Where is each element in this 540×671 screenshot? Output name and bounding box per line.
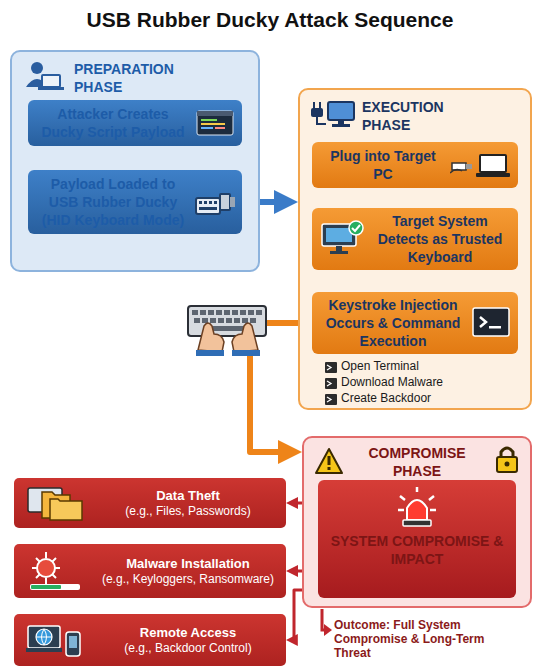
keyboard-hands xyxy=(188,306,266,356)
trusted-monitor-icon xyxy=(320,220,366,256)
box-label: Attacker Creates Ducky Script Payload xyxy=(36,105,190,141)
box-label: SYSTEM COMPROMISE & IMPACT xyxy=(328,532,506,568)
phase-panel: PREPARATION PHASE Attacker Creates Ducky … xyxy=(10,50,260,272)
process-box: Keystroke Injection Occurs & Command Exe… xyxy=(312,292,518,354)
box-detail: (e.g., Backdoor Control) xyxy=(124,641,251,656)
impact-box: SYSTEM COMPROMISE & IMPACT xyxy=(318,480,516,598)
process-box: Plug into Target PC xyxy=(312,142,518,188)
remote-access-icon xyxy=(26,620,84,660)
attacker-icon xyxy=(24,60,64,94)
box-label: Target System Detects as Trusted Keyboar… xyxy=(370,212,510,266)
impact-box: Malware Installation(e.g., Keyloggers, R… xyxy=(14,544,286,598)
script-icon xyxy=(196,110,234,136)
phase-heading: EXECUTION PHASE xyxy=(362,98,472,134)
command-item: Create Backdoor xyxy=(341,391,521,405)
command-item: Open Terminal xyxy=(341,359,521,373)
usb-ducky-icon xyxy=(194,186,236,218)
box-detail: (e.g., Files, Passwords) xyxy=(125,504,250,519)
usb-laptop-icon xyxy=(450,151,512,181)
outcome-arrowhead xyxy=(324,624,332,636)
process-box: Target System Detects as Trusted Keyboar… xyxy=(312,208,518,270)
phase-panel: COMPROMISE PHASE SYSTEM COMPROMISE & IMPA… xyxy=(302,436,532,608)
process-box: Attacker Creates Ducky Script Payload xyxy=(28,100,242,146)
virus-icon xyxy=(26,550,84,592)
terminal-icon xyxy=(472,307,510,337)
folders-icon xyxy=(26,484,84,522)
impact-box: Remote Access(e.g., Backdoor Control) xyxy=(14,614,286,666)
phase-heading: COMPROMISE PHASE xyxy=(348,444,486,480)
box-label: Malware Installation xyxy=(126,556,250,572)
box-label: Keystroke Injection Occurs & Command Exe… xyxy=(320,296,466,350)
lock-icon xyxy=(494,444,520,474)
warning-icon xyxy=(314,447,344,475)
command-bullet xyxy=(324,361,338,409)
plug-monitor-icon xyxy=(310,98,356,130)
command-item: Download Malware xyxy=(341,375,521,389)
process-box: Payload Loaded to USB Rubber Ducky (HID … xyxy=(28,170,242,234)
box-label: Plug into Target PC xyxy=(320,147,446,183)
siren-icon xyxy=(396,486,438,528)
box-label: Data Theft xyxy=(156,488,220,504)
diagram-title: USB Rubber Ducky Attack Sequence xyxy=(0,8,540,32)
phase-heading: PREPARATION PHASE xyxy=(74,60,194,96)
box-label: Remote Access xyxy=(140,625,236,641)
box-label: Payload Loaded to USB Rubber Ducky (HID … xyxy=(36,175,190,229)
impact-box: Data Theft(e.g., Files, Passwords) xyxy=(14,478,286,528)
box-detail: (e.g., Keyloggers, Ransomware) xyxy=(102,572,274,587)
outcome-note: Outcome: Full System Compromise & Long-T… xyxy=(334,618,514,660)
